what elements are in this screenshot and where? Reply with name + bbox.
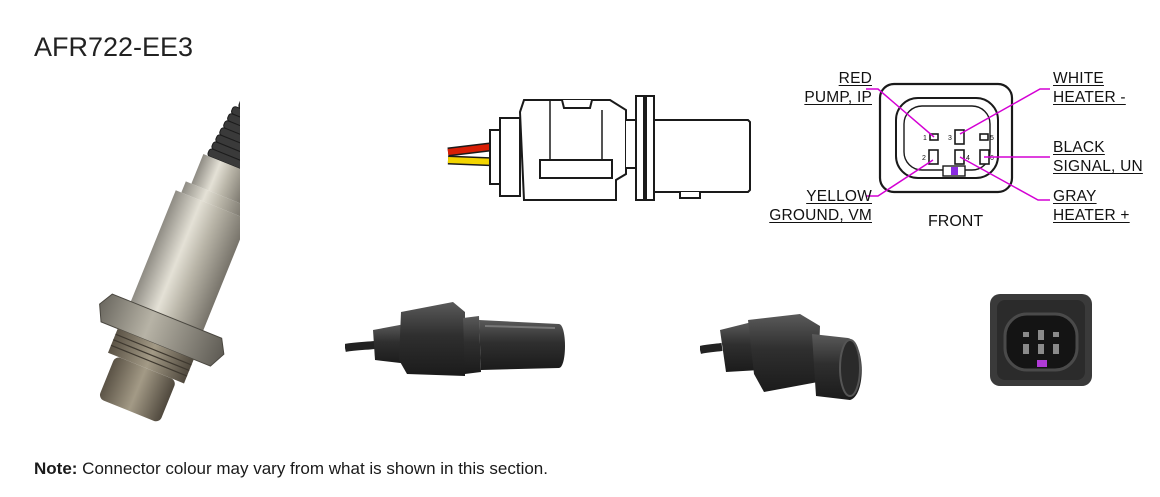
svg-text:3: 3: [948, 135, 952, 142]
pin-6-color: BLACK: [1053, 139, 1105, 156]
pin-2-function: GROUND, VM: [769, 207, 872, 224]
svg-text:2: 2: [922, 155, 926, 162]
pin-4-label: GRAY HEATER +: [1053, 187, 1130, 225]
coding-key: [951, 167, 958, 175]
pin-1-label: RED PUMP, IP: [804, 69, 872, 107]
sensor-photo-icon: [99, 73, 240, 422]
connector-photo-angled-icon: [700, 314, 862, 400]
svg-text:1: 1: [923, 135, 927, 142]
svg-text:4: 4: [966, 155, 970, 162]
connector-photo-side-icon: [345, 302, 565, 376]
pin-6-label: BLACK SIGNAL, UN: [1053, 138, 1143, 176]
footer-note: Note: Connector colour may vary from wha…: [34, 459, 548, 479]
svg-text:5: 5: [990, 135, 994, 142]
pin-6-function: SIGNAL, UN: [1053, 158, 1143, 175]
pin-3-label: WHITE HEATER -: [1053, 69, 1126, 107]
photo-coding-key: [1037, 360, 1047, 367]
pin-4-color: GRAY: [1053, 188, 1097, 205]
page-title: AFR722-EE3: [34, 32, 194, 62]
pin-1-color: RED: [838, 70, 872, 87]
pin-3-color: WHITE: [1053, 70, 1104, 87]
connector-front-pinout-icon: 1 3 5 2 4 6: [866, 82, 1050, 201]
pin-4-function: HEATER +: [1053, 207, 1130, 224]
pin-3-function: HEATER -: [1053, 89, 1126, 106]
note-text: Connector colour may vary from what is s…: [77, 459, 548, 478]
pin-2-color: YELLOW: [806, 188, 872, 205]
connector-side-drawing-icon: [447, 95, 751, 201]
pin-1-function: PUMP, IP: [804, 89, 872, 106]
connector-photo-front-icon: [990, 294, 1092, 386]
svg-text:6: 6: [990, 155, 994, 162]
note-prefix: Note:: [34, 459, 78, 478]
front-view-label: FRONT: [928, 213, 984, 230]
pin-2-label: YELLOW GROUND, VM: [769, 187, 872, 225]
